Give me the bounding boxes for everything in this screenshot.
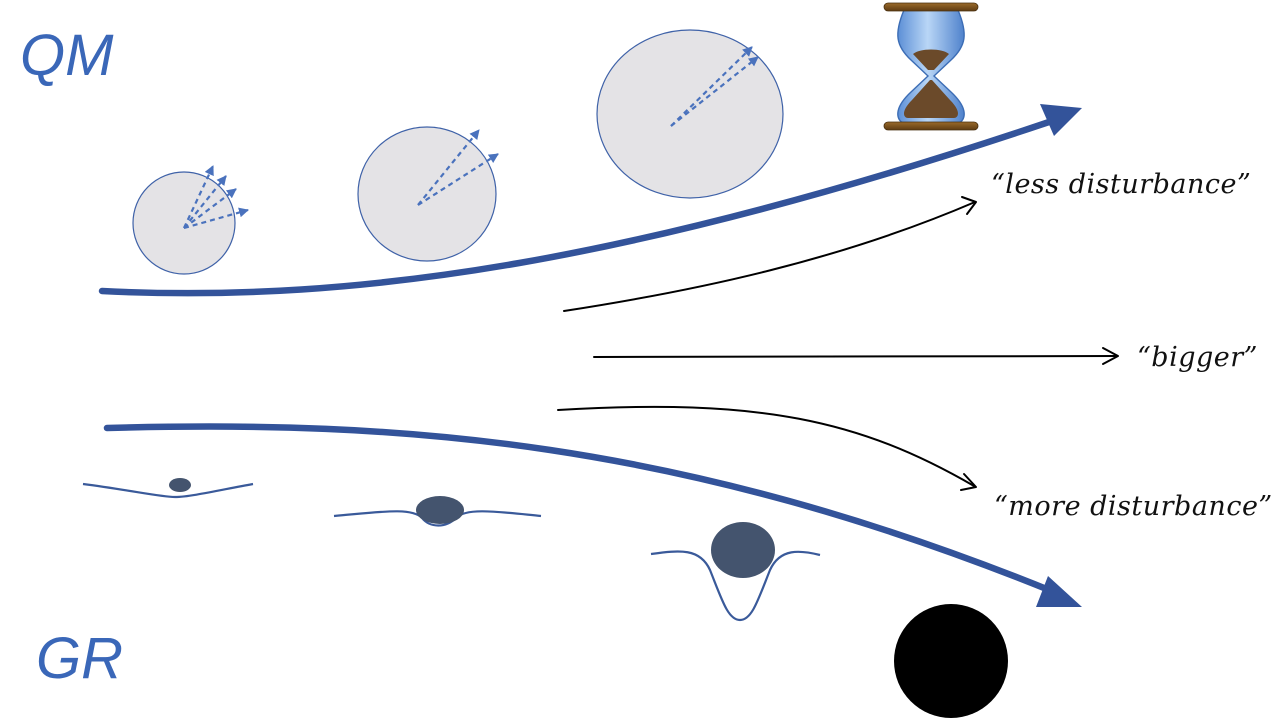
- bigger-label: “bigger”: [1137, 342, 1258, 373]
- qm-wavepacket-large: [596, 29, 784, 199]
- qm-wavepacket-medium: [357, 126, 499, 262]
- qm-wavepacket-small: [132, 165, 249, 275]
- bigger-arrow: [593, 347, 1119, 365]
- qm-trend-arrow: [98, 104, 1082, 297]
- gr-trend-arrow: [103, 423, 1082, 607]
- more-disturbance-arrow: [557, 405, 977, 491]
- less-disturbance-arrow: [563, 196, 977, 312]
- less-disturbance-label: “less disturbance”: [991, 169, 1251, 200]
- gr-curvature-small: [82, 478, 254, 499]
- qm-label: QM: [20, 23, 114, 88]
- black-hole-icon: [894, 604, 1008, 718]
- more-disturbance-label: “more disturbance”: [994, 491, 1273, 522]
- gr-curvature-medium: [333, 496, 542, 527]
- hourglass-icon: [883, 2, 979, 131]
- gr-curvature-large: [650, 522, 821, 622]
- gr-label: GR: [36, 626, 123, 691]
